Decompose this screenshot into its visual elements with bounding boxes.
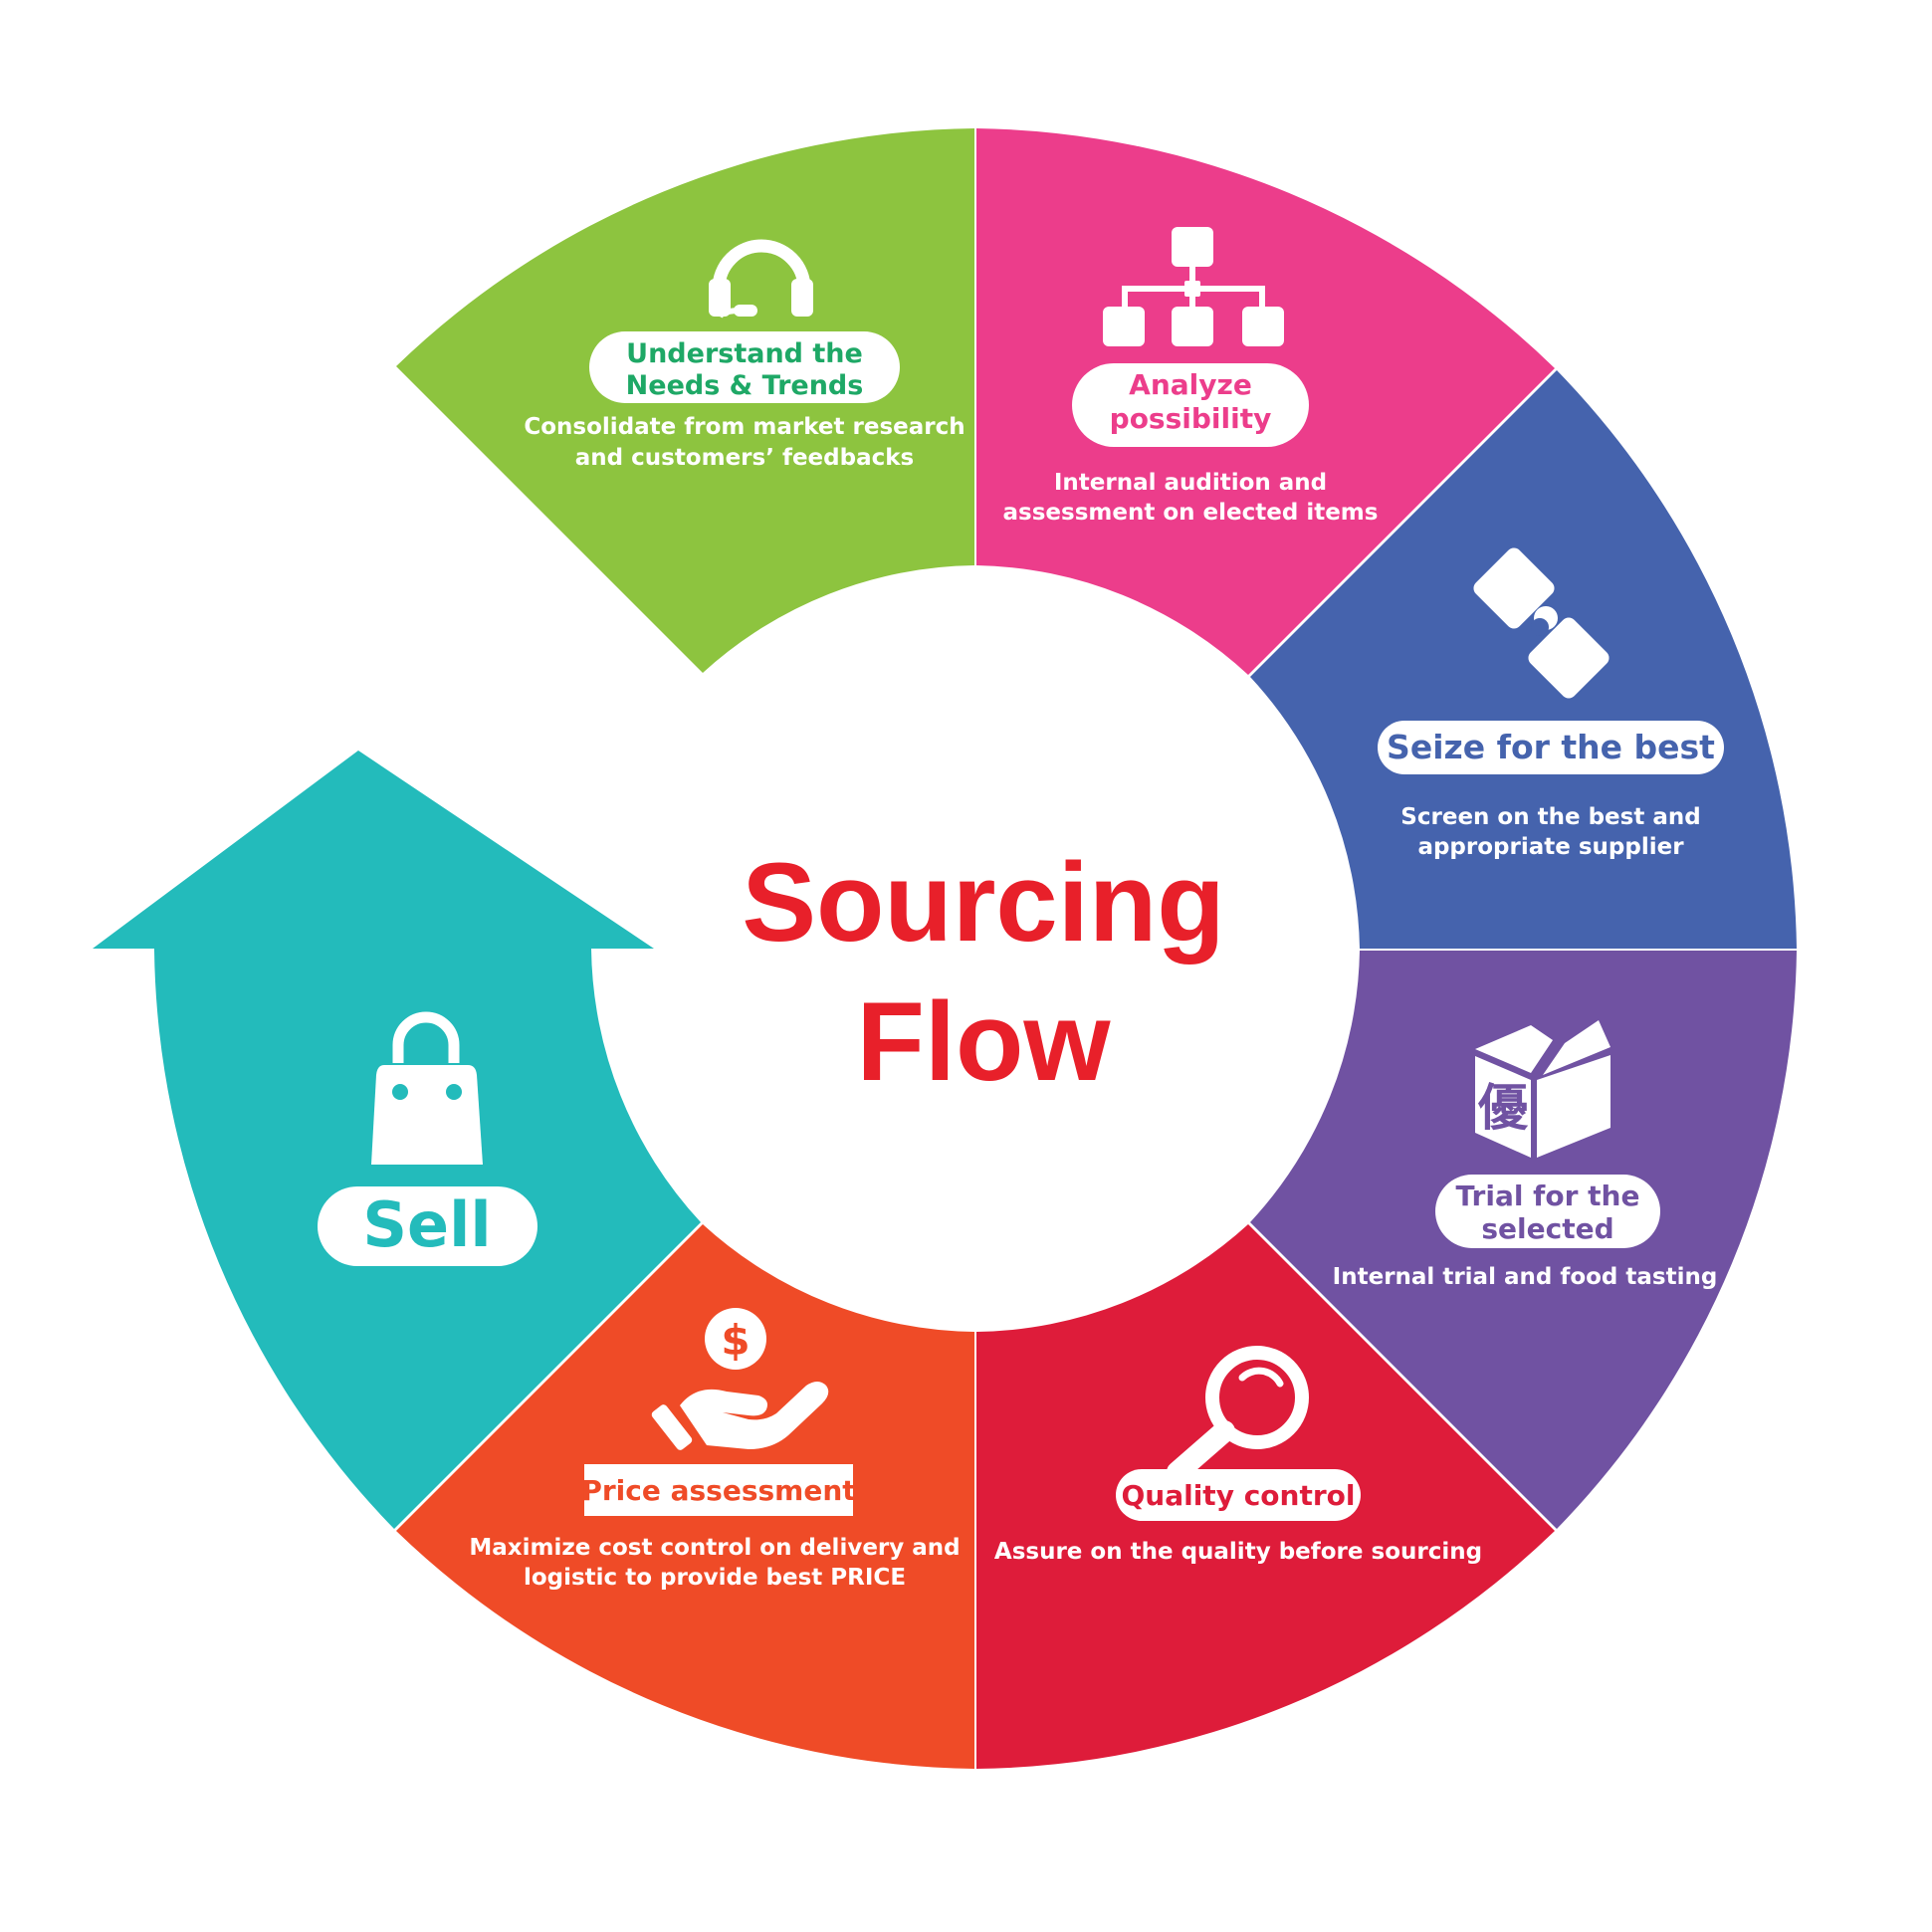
price-desc-line2: logistic to provide best PRICE [524,1565,906,1591]
trial-desc: Internal trial and food tasting [1333,1264,1718,1290]
needs-desc-line2: and customers’ feedbacks [575,445,914,471]
box-icon: 優 [1475,1020,1610,1158]
analyze-title-line2: possibility [1110,402,1272,435]
quality-title: Quality control [1121,1479,1355,1512]
shopping-bag-icon [371,1011,483,1165]
title-pill-sell [318,1186,537,1266]
title-pill-price [584,1464,853,1516]
box-glyph: 優 [1477,1079,1529,1137]
magnifier-icon [1167,1346,1309,1483]
title-pill-seize [1378,721,1724,774]
price-title: Price assessment [581,1474,855,1507]
sell-title: Sell [362,1188,491,1261]
puzzle-icon [1473,547,1610,699]
title-pill-analyze [1072,363,1309,447]
segment-seize [1250,370,1797,949]
dollar-glyph: $ [721,1316,750,1365]
needs-title-line1: Understand the [626,338,863,369]
needs-desc-line1: Consolidate from market research [524,414,965,440]
trial-title-line1: Trial for the [1456,1180,1640,1212]
quality-desc: Assure on the quality before sourcing [994,1539,1482,1565]
title-pill-quality [1116,1469,1361,1521]
seize-desc-line1: Screen on the best and [1400,804,1700,830]
center-title-line1: Sourcing [742,840,1224,965]
headset-icon [709,239,813,319]
analyze-desc-line1: Internal audition and [1054,470,1327,496]
org-chart-icon [1103,227,1284,346]
title-pill-trial [1435,1175,1660,1248]
analyze-desc-line2: assessment on elected items [1003,500,1379,526]
seize-desc-line2: appropriate supplier [1417,834,1684,860]
hand-dollar-icon: $ [651,1308,829,1450]
title-pill-needs [589,331,900,403]
trial-title-line2: selected [1481,1212,1613,1245]
analyze-title-line1: Analyze [1129,368,1252,401]
price-desc-line1: Maximize cost control on delivery and [469,1535,960,1561]
needs-title-line2: Needs & Trends [626,370,864,401]
seize-title: Seize for the best [1387,728,1715,766]
center-title-line2: Flow [856,979,1111,1104]
